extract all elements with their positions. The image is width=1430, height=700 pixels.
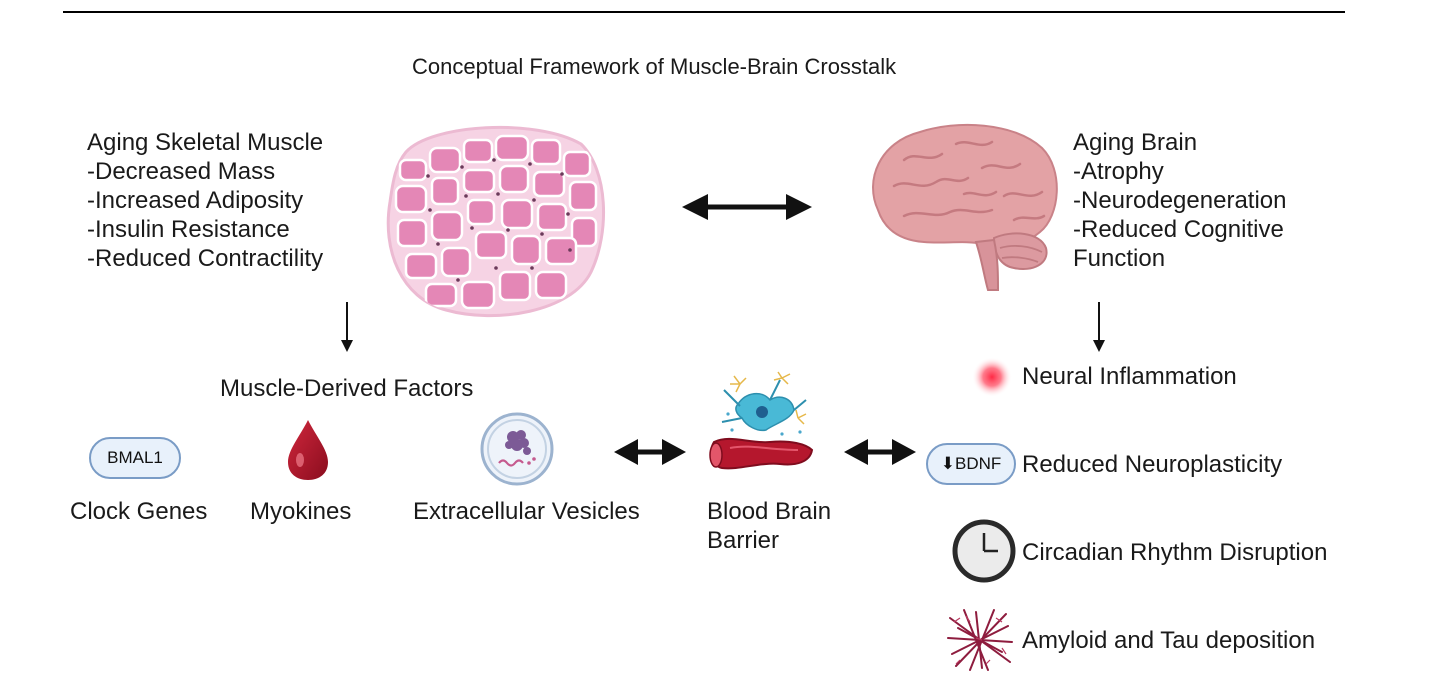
- amyloid-tau-icon: [947, 609, 1013, 671]
- muscle-item: -Insulin Resistance: [87, 216, 290, 243]
- circadian-disruption-label: Circadian Rhythm Disruption: [1022, 539, 1328, 566]
- myokines-label: Myokines: [250, 498, 352, 525]
- brain-item: Function: [1073, 245, 1166, 272]
- muscle-item: -Increased Adiposity: [87, 187, 304, 214]
- down-arrow-icon: [1093, 302, 1105, 352]
- clock-icon: [952, 519, 1016, 583]
- blood-drop-icon: [288, 420, 328, 480]
- factors-heading: Muscle-Derived Factors: [220, 375, 474, 402]
- muscle-heading: Aging Skeletal Muscle: [87, 129, 324, 156]
- vesicles-label: Extracellular Vesicles: [413, 498, 640, 525]
- bbb-label-line: Barrier: [707, 527, 780, 554]
- neural-inflammation-label: Neural Inflammation: [1022, 363, 1237, 390]
- brain-item: -Neurodegeneration: [1073, 187, 1287, 214]
- down-arrow-icon: [341, 302, 353, 352]
- double-arrow-icon: [844, 439, 916, 465]
- brain-text: Aging Brain -Atrophy -Neurodegeneration …: [1073, 128, 1286, 273]
- brain-item: -Atrophy: [1073, 158, 1164, 185]
- muscle-text: Aging Skeletal Muscle -Decreased Mass -I…: [87, 128, 323, 273]
- amyloid-tau-label: Amyloid and Tau deposition: [1022, 627, 1316, 654]
- extracellular-vesicle-icon: [480, 412, 554, 486]
- page-title: Conceptual Framework of Muscle-Brain Cro…: [412, 54, 897, 79]
- brain-icon: [872, 124, 1058, 291]
- brain-item: -Reduced Cognitive: [1073, 216, 1284, 243]
- blood-brain-barrier-icon: [709, 371, 814, 470]
- clock-genes-label: Clock Genes: [70, 498, 208, 525]
- double-arrow-icon: [614, 439, 686, 465]
- top-rule: [63, 11, 1345, 13]
- muscle-tissue-icon: [386, 125, 606, 318]
- muscle-item: -Reduced Contractility: [87, 245, 324, 272]
- bbb-label-line: Blood Brain: [707, 498, 832, 525]
- bdnf-badge: ⬇BDNF: [926, 443, 1016, 485]
- bmal1-badge: BMAL1: [89, 437, 181, 479]
- bbb-label: Blood Brain Barrier: [707, 497, 831, 555]
- reduced-neuroplasticity-label: Reduced Neuroplasticity: [1022, 451, 1283, 478]
- inflammation-icon: [972, 357, 1012, 397]
- double-arrow-icon: [682, 194, 812, 220]
- muscle-item: -Decreased Mass: [87, 158, 276, 185]
- brain-heading: Aging Brain: [1073, 129, 1198, 156]
